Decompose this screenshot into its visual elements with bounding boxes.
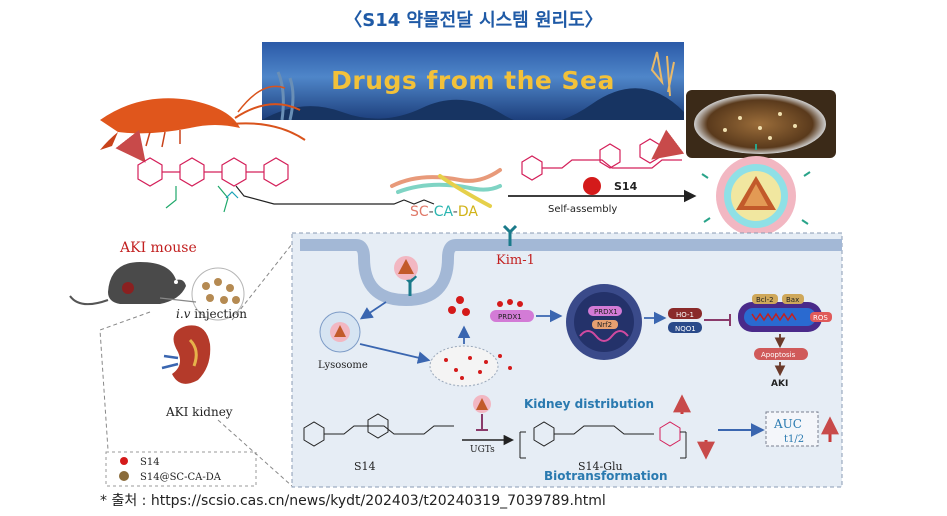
nqo1-label: NQO1 <box>675 325 696 333</box>
nucleus-nrf2 <box>592 320 618 329</box>
shrimp-illustration <box>100 85 306 150</box>
mitochondria <box>738 302 822 332</box>
lysosome-release-arrow <box>359 343 431 364</box>
nucleus-nrf2-label: Nrf2 <box>597 321 612 329</box>
syringe-line <box>159 297 197 303</box>
lysosome <box>319 311 361 353</box>
sc-ca-da-label: SC-CA-DA <box>410 204 478 220</box>
lysosome-label: Lysosome <box>318 360 368 371</box>
s14-drug-label: S14 <box>614 180 638 193</box>
s14-molecule-top <box>521 138 682 181</box>
ugts-label: UGTs <box>470 445 495 455</box>
source-citation: * 출처 : https://scsio.cas.cn/news/kydt/20… <box>100 493 606 509</box>
banner-title: Drugs from the Sea <box>331 66 615 95</box>
released-drug-dots <box>444 354 512 380</box>
s14-structure-label: S14 <box>354 460 376 473</box>
aki-mouse-illustration: AKI mouse <box>69 240 197 306</box>
apoptosis-badge <box>754 348 808 360</box>
seabed-decoration <box>262 51 684 120</box>
legend-s14-label: S14 <box>140 457 160 468</box>
injection-inset <box>191 267 245 321</box>
ugts-inhibit-line <box>476 414 488 431</box>
apoptosis-label: Apoptosis <box>761 351 796 359</box>
kim1-label: Kim-1 <box>496 253 535 268</box>
kidney-illustration <box>161 325 211 384</box>
zoom-connector-lines <box>99 243 293 487</box>
page-title: 〈S14 약물전달 시스템 원리도〉 <box>344 10 603 31</box>
ros-label: ROS <box>813 314 828 322</box>
s14-molecule-bottom <box>303 413 454 447</box>
aki-mouse-label: AKI mouse <box>119 240 197 256</box>
t-half-label: t1/2 <box>784 434 804 445</box>
prdx1-drug-dots <box>497 299 523 307</box>
s14-glu-molecule <box>519 421 687 459</box>
ros-badge <box>810 312 832 322</box>
aki-kidney-label: AKI kidney <box>165 405 233 419</box>
ho1-label: HO-1 <box>676 311 694 319</box>
legend-nanoparticle-dot <box>119 471 129 481</box>
cell-membrane <box>300 239 842 307</box>
self-assembly-label: Self-assembly <box>548 204 617 215</box>
nanoparticle-illustration <box>701 144 811 236</box>
petri-dish-photo <box>686 90 836 158</box>
chitosan-structure <box>137 157 435 213</box>
bcl2-label: Bcl-2 <box>756 296 774 304</box>
biotransformation-label: Biotransformation <box>544 469 668 483</box>
endocytosed-nanoparticle <box>394 256 418 280</box>
aki-outcome-label: AKI <box>771 379 788 389</box>
cell-panel <box>291 232 843 488</box>
released-drug-cloud <box>429 345 499 387</box>
nucleus-prdx1-label: PRDX1 <box>594 308 618 316</box>
free-drug-cluster <box>448 296 470 316</box>
pk-box <box>765 411 819 447</box>
legend-s14-dot <box>120 457 128 465</box>
drugs-from-the-sea-banner: Drugs from the Sea <box>262 42 684 120</box>
prdx1-protein <box>490 310 534 322</box>
s14-glu-label: S14-Glu <box>578 460 623 473</box>
bax-protein <box>782 294 804 304</box>
legend-nanoparticle-label: S14@SC-CA-DA <box>140 472 222 483</box>
injection-particles <box>202 278 240 304</box>
ho1-protein <box>668 308 702 319</box>
inhibition-line <box>704 314 731 326</box>
legend-box <box>105 451 257 487</box>
molecule-pointer-arrow <box>651 129 685 160</box>
s14-drug-dot <box>583 177 601 195</box>
prdx1-label: PRDX1 <box>498 313 522 321</box>
nucleus-prdx1 <box>588 306 622 316</box>
to-lysosome-arrow <box>359 301 387 320</box>
shrimp-arrow <box>115 129 146 163</box>
bax-label: Bax <box>786 296 799 304</box>
nqo1-protein <box>668 322 702 333</box>
ugts-enzyme <box>473 395 491 413</box>
kidney-distribution-label: Kidney distribution <box>524 397 654 411</box>
auc-label: AUC <box>773 417 802 431</box>
sc-ca-da-polymer <box>390 168 502 208</box>
bcl2-protein <box>752 294 778 304</box>
